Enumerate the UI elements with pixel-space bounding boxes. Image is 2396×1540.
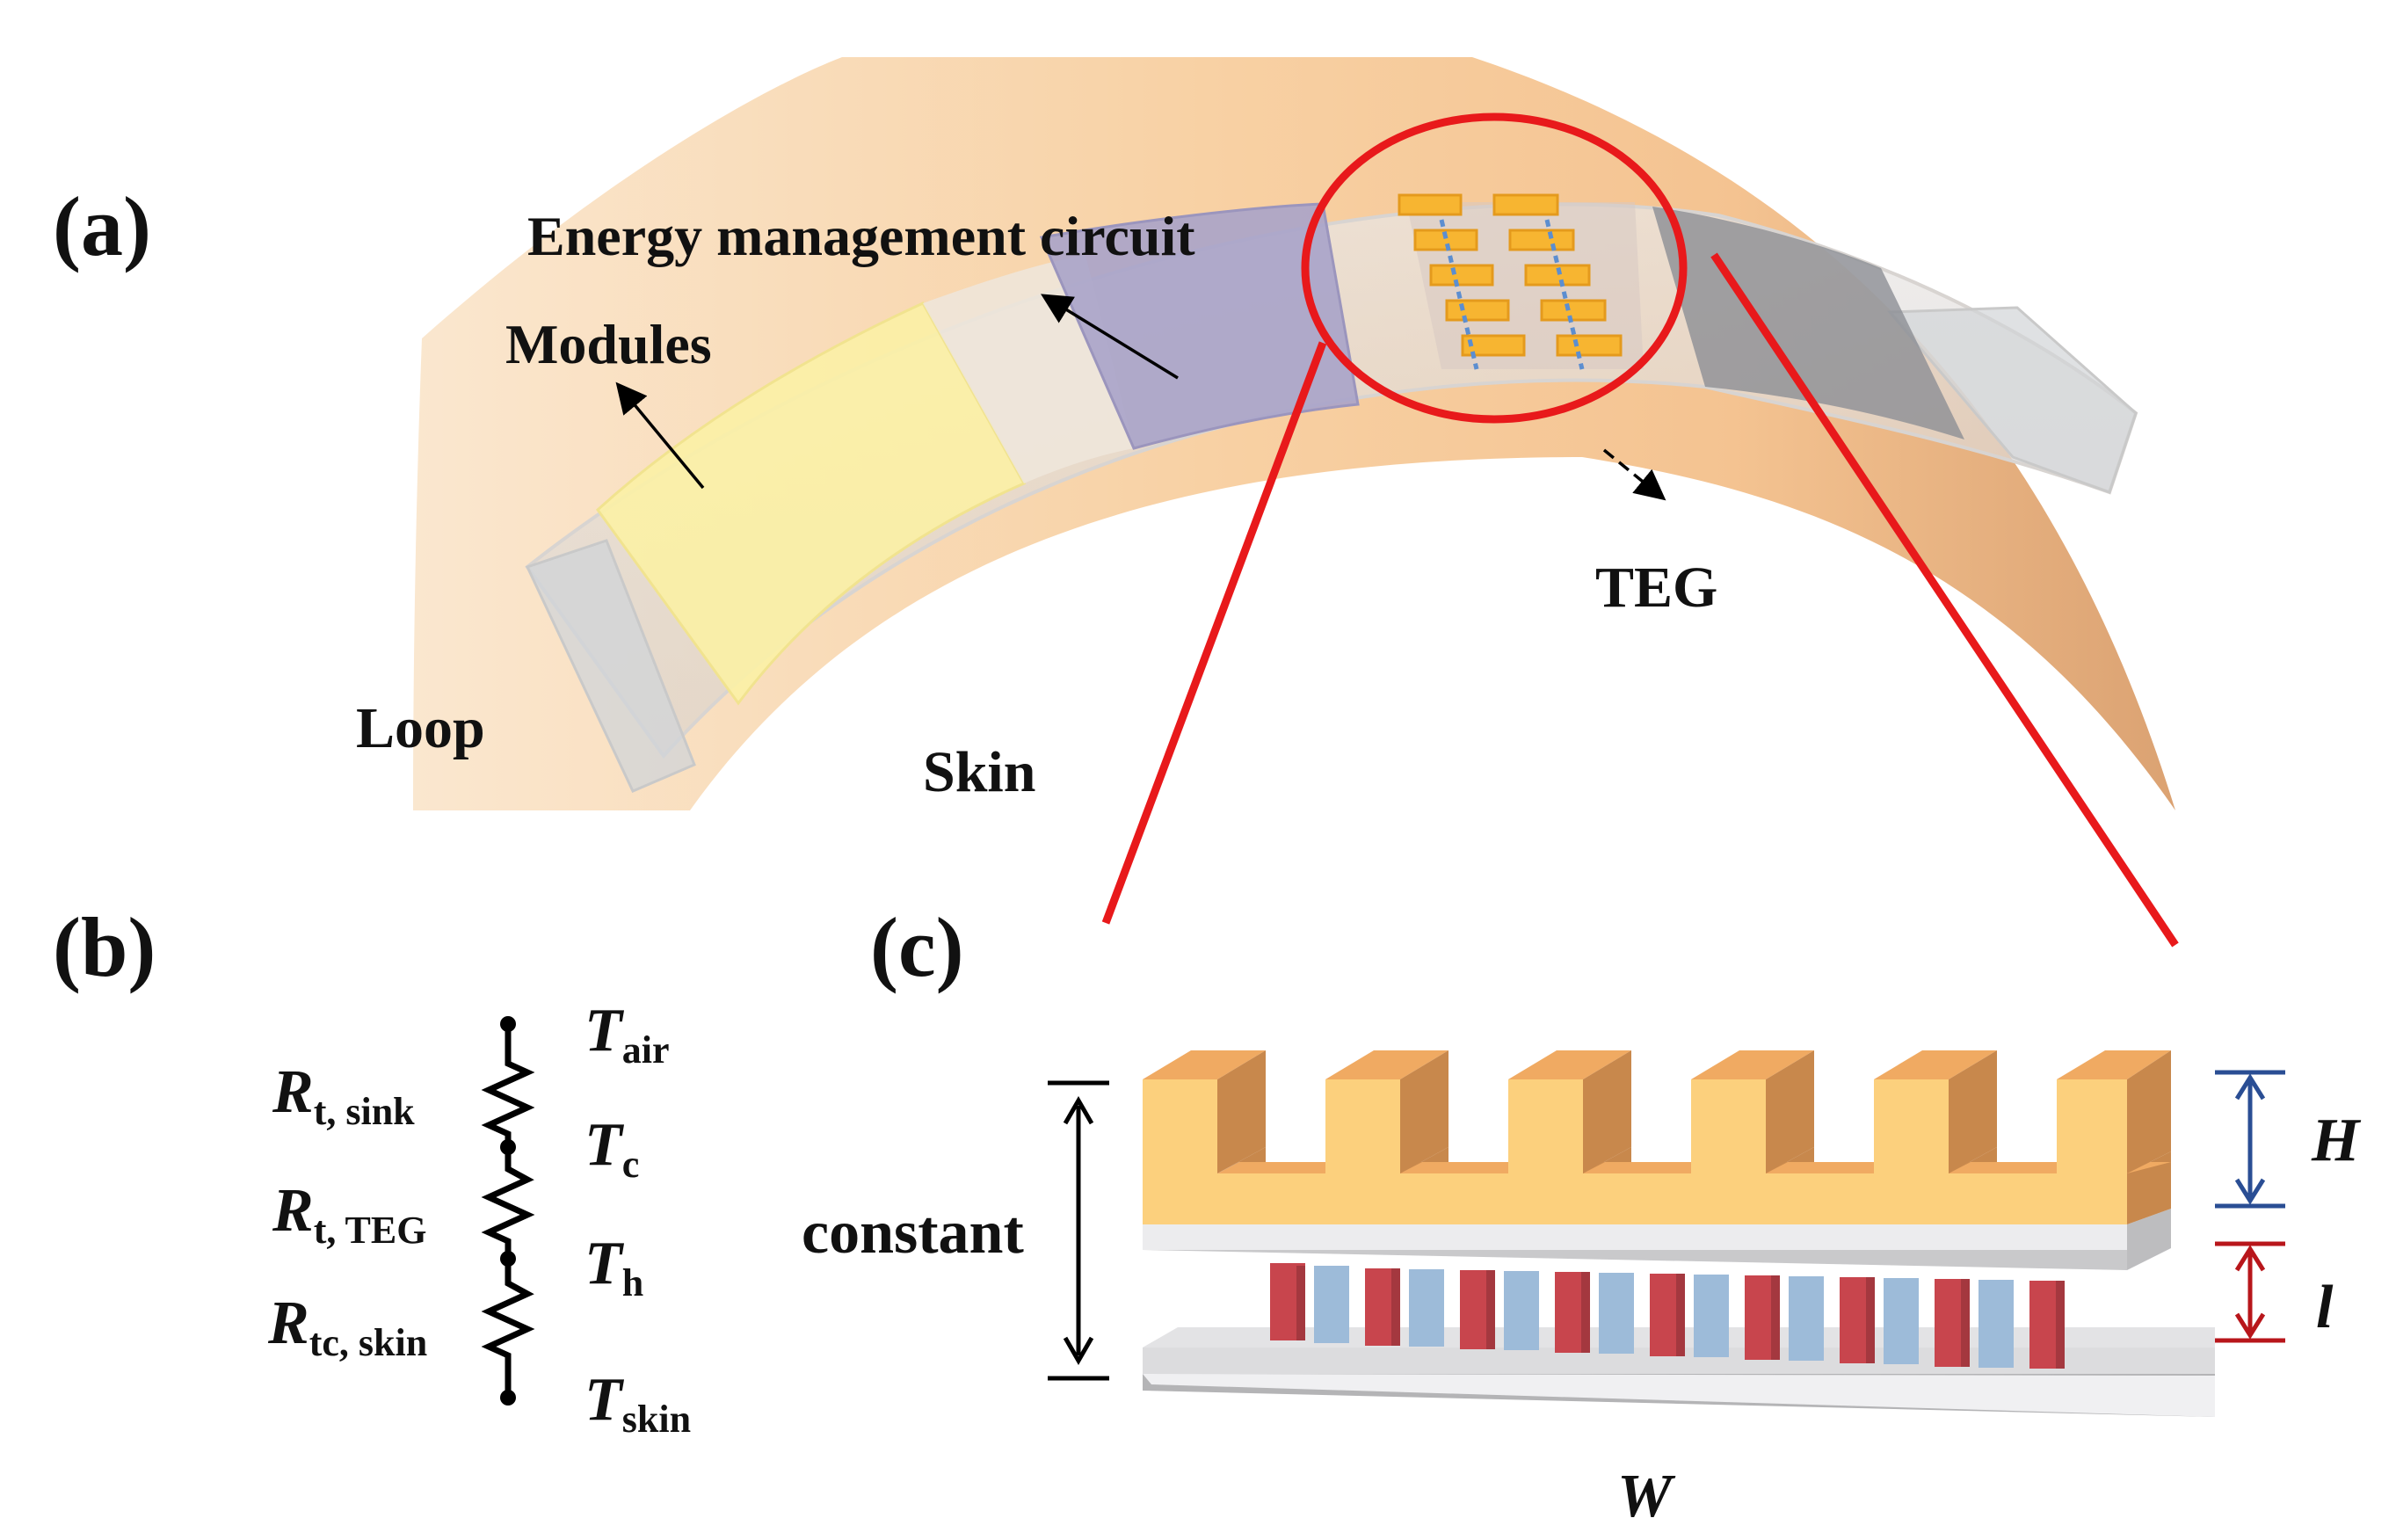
panel-c: (c) xyxy=(802,900,2362,1530)
temp-skin-label: Tskin xyxy=(584,1366,691,1441)
panel-b-label: (b) xyxy=(53,900,156,994)
label-teg: TEG xyxy=(1595,556,1717,620)
label-skin: Skin xyxy=(923,740,1035,804)
panel-b: (b) Rt, sink Rt, TEG Rtc, skin Tair Tc T… xyxy=(53,900,691,1441)
thermal-circuit xyxy=(481,1024,535,1398)
panel-c-label: (c) xyxy=(870,900,964,994)
label-loop: Loop xyxy=(356,696,485,760)
temp-c-label: Tc xyxy=(584,1111,639,1186)
resistor-teg-label: Rt, TEG xyxy=(272,1177,426,1252)
loop-end-left xyxy=(525,539,696,793)
resistor-sink-label: Rt, sink xyxy=(272,1058,415,1133)
label-constant: constant xyxy=(802,1199,1024,1267)
teg-legs xyxy=(1270,1263,2065,1369)
teg-mini-array xyxy=(1398,193,1644,370)
zoom-line-right xyxy=(1710,252,2179,948)
teg-highlight-circle xyxy=(1301,113,1688,424)
label-height: H xyxy=(2311,1107,2362,1174)
energy-circuit-block xyxy=(1039,202,1360,450)
heat-sink xyxy=(1143,1050,2171,1224)
panel-a: (a) xyxy=(53,57,2179,948)
circuit-arrow xyxy=(1041,294,1179,380)
label-modules: Modules xyxy=(505,313,712,375)
zoom-line-left xyxy=(1101,341,1327,925)
label-width: W xyxy=(1617,1463,1676,1530)
length-dimension xyxy=(2215,1241,2285,1343)
dark-module xyxy=(1652,207,1964,439)
height-dimension xyxy=(2215,1070,2285,1209)
circuit-nodes xyxy=(500,1016,516,1406)
resistor-skin-label: Rtc, skin xyxy=(267,1289,427,1364)
constant-dimension xyxy=(1048,1080,1109,1381)
panel-a-label: (a) xyxy=(53,179,151,273)
modules-arrow xyxy=(615,381,705,490)
temp-air-label: Tair xyxy=(584,997,670,1071)
top-substrate xyxy=(1143,1209,2171,1270)
heat-sink-fins xyxy=(1143,1050,2171,1173)
label-length: l xyxy=(2316,1274,2334,1341)
temp-h-label: Th xyxy=(584,1230,643,1304)
loop-end-right xyxy=(1886,306,2138,494)
label-energy-circuit: Energy management circuit xyxy=(527,205,1195,267)
teg-arrow xyxy=(1602,448,1666,501)
